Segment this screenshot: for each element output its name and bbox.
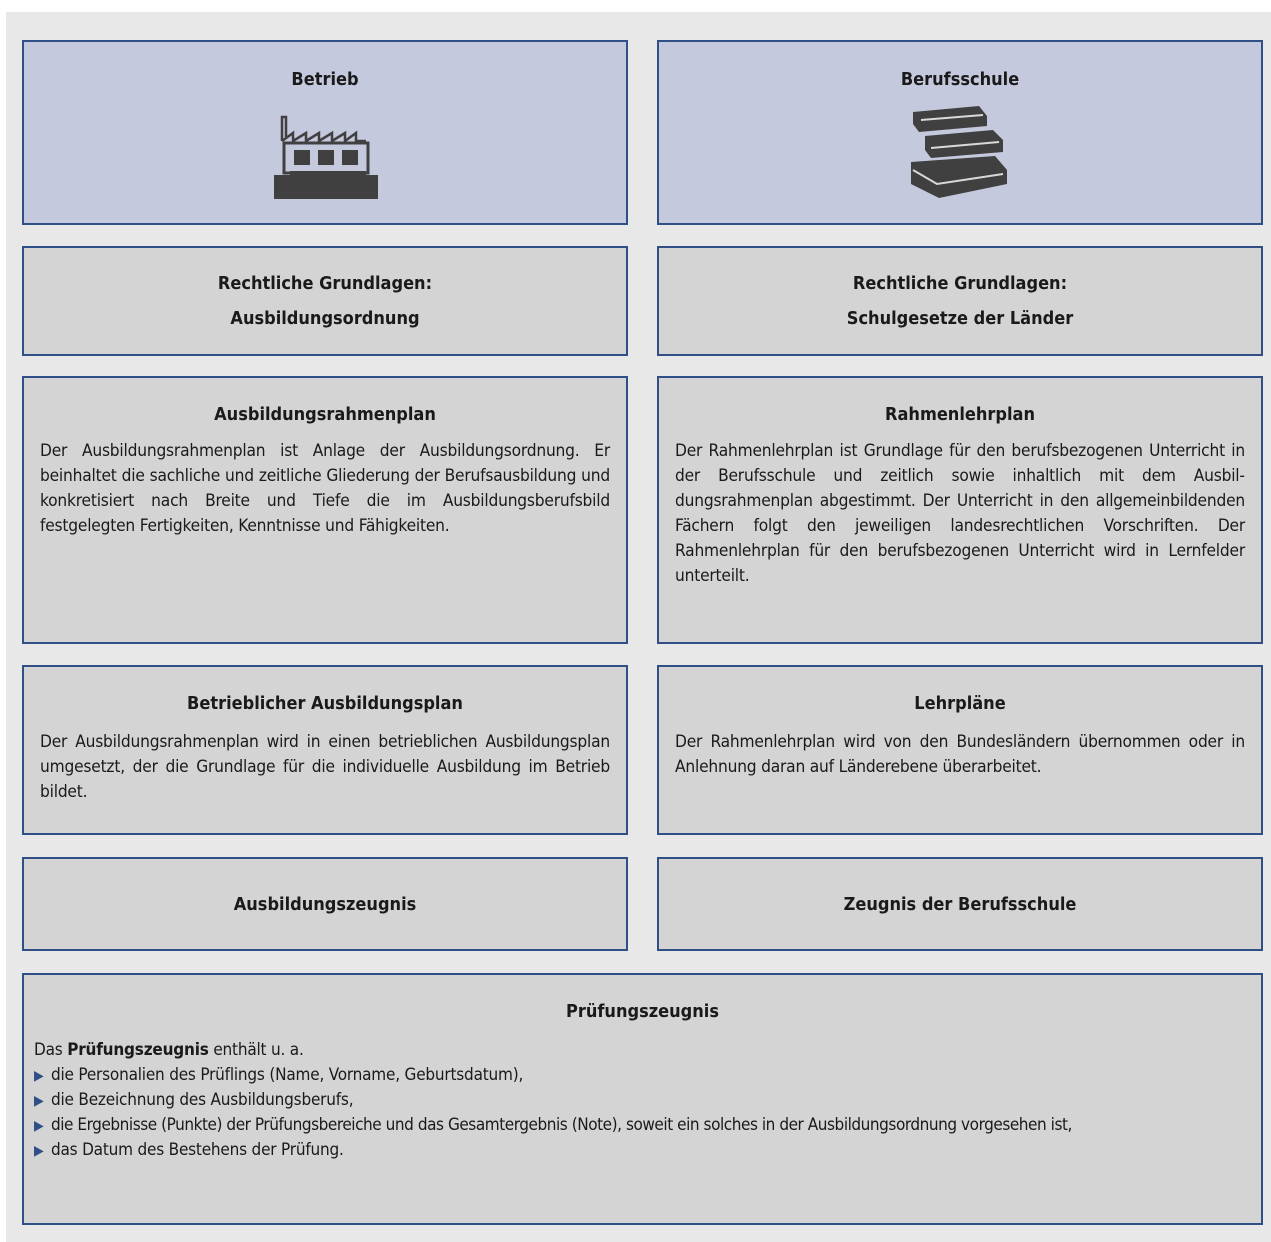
rahmenlehrplan-box: Rahmenlehrplan Der Rahmenlehrplan ist Gr… (657, 376, 1263, 644)
list-item-text: die Ergebnisse (Punkte) der Prüfungsbere… (51, 1115, 1072, 1135)
list-item: ▶ die Bezeichnung des Ausbildungsberufs, (34, 1088, 1251, 1113)
ausbildungszeugnis-box: Ausbildungszeugnis (22, 857, 628, 951)
ausbildungsrahmenplan-box: Ausbildungsrahmenplan Der Ausbildungsrah… (22, 376, 628, 644)
triangle-right-icon: ▶ (34, 1068, 44, 1084)
intro-prefix: Das (34, 1040, 68, 1060)
pruefungszeugnis-box: Prüfungszeugnis Das Prüfungszeugnis enth… (22, 973, 1263, 1225)
pruefungszeugnis-list: Das Prüfungszeugnis enthält u. a. ▶ die P… (34, 1038, 1251, 1163)
right-grundlagen-box: Rechtliche Grundlagen: Schulgesetze der … (657, 246, 1263, 356)
rahmenlehrplan-title: Rahmenlehrplan (885, 404, 1035, 425)
list-item: ▶ die Ergebnisse (Punkte) der Prüfungsber… (34, 1113, 1251, 1138)
ausbildungsrahmenplan-title: Ausbildungsrahmenplan (214, 404, 436, 425)
betrieb-title: Betrieb (291, 69, 359, 90)
list-item: ▶ das Datum des Bestehens der Prüfung. (34, 1138, 1251, 1163)
lehrplaene-box: Lehrpläne Der Rahmenlehrplan wird von de… (657, 665, 1263, 835)
ausbildungsrahmenplan-text: Der Ausbildungsrahmenplan ist Anlage der… (40, 441, 610, 536)
list-item-text: die Bezeichnung des Ausbildungsberufs, (51, 1090, 354, 1110)
left-grundlagen-label: Rechtliche Grundlagen: (217, 273, 433, 294)
triangle-right-icon: ▶ (34, 1143, 44, 1159)
betrieblicher-ausbildungsplan-box: Betrieblicher Ausbildungsplan Der Ausbil… (22, 665, 628, 835)
intro-suffix: enthält u. a. (208, 1040, 304, 1060)
pruefungszeugnis-intro: Das Prüfungszeugnis enthält u. a. (34, 1038, 1251, 1062)
right-grundlagen-label: Rechtliche Grundlagen: (852, 273, 1068, 294)
pruefungszeugnis-title: Prüfungszeugnis (566, 1001, 719, 1022)
betrieblicher-ausbildungsplan-text: Der Ausbildungsrahmenplan wird in einen … (40, 732, 610, 802)
right-grundlagen-value: Schulgesetze der Länder (846, 308, 1074, 329)
lehrplaene-title: Lehrpläne (914, 693, 1006, 714)
list-item-text: die Personalien des Prüflings (Name, Vor… (51, 1065, 524, 1085)
betrieblicher-ausbildungsplan-title: Betrieblicher Ausbildungsplan (187, 693, 463, 714)
lehrplaene-text: Der Rahmenlehrplan wird von den Bundeslä… (675, 732, 1245, 777)
right-grundlagen-text: Rechtliche Grundlagen: Schulgesetze der … (659, 248, 1261, 354)
triangle-right-icon: ▶ (34, 1118, 44, 1134)
left-grundlagen-text: Rechtliche Grundlagen: Ausbildungsordnun… (24, 248, 626, 354)
books-icon (911, 106, 1007, 198)
betrieb-header-box: Betrieb (22, 40, 628, 225)
berufsschule-header-box: Berufsschule (657, 40, 1263, 225)
triangle-right-icon: ▶ (34, 1093, 44, 1109)
intro-bold: Prüfungszeugnis (67, 1040, 209, 1060)
berufsschule-title: Berufsschule (900, 69, 1020, 90)
left-grundlagen-value: Ausbildungsordnung (230, 308, 420, 329)
list-item: ▶ die Personalien des Prüflings (Name, Vo… (34, 1063, 1251, 1088)
factory-icon (274, 115, 378, 199)
left-grundlagen-box: Rechtliche Grundlagen: Ausbildungsordnun… (22, 246, 628, 356)
berufsschule-zeugnis-title: Zeugnis der Berufsschule (843, 893, 1077, 915)
rahmenlehrplan-text: Der Rahmenlehrplan ist Grundlage für den… (675, 441, 1245, 586)
list-item-text: das Datum des Bestehens der Prüfung. (51, 1140, 344, 1160)
berufsschule-zeugnis-box: Zeugnis der Berufsschule (657, 857, 1263, 951)
ausbildungszeugnis-title: Ausbildungszeugnis (233, 893, 417, 915)
